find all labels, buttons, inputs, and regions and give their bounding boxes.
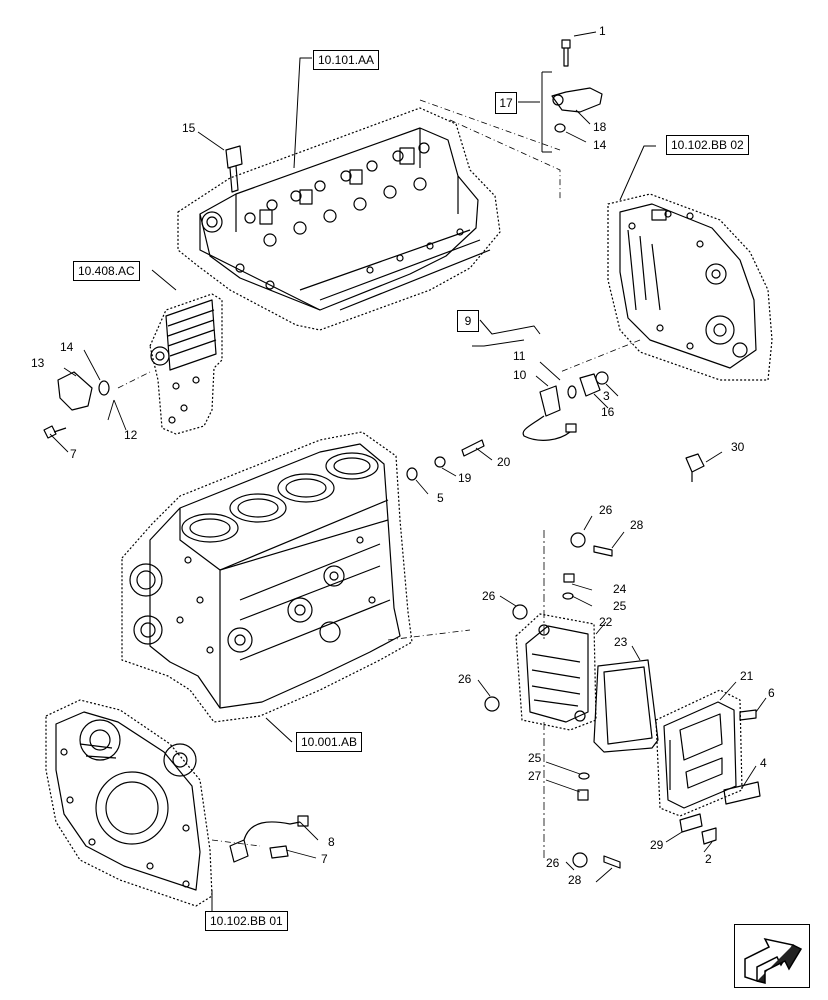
reference-leaders (151, 57, 656, 916)
callout-14: 14 (593, 138, 607, 152)
callout-7: 7 (321, 852, 328, 866)
callout-23: 23 (614, 635, 628, 649)
front-cover-drawing (45, 699, 261, 907)
callout-26: 26 (599, 503, 613, 517)
callout-28: 28 (568, 873, 582, 887)
callout-20: 20 (497, 455, 511, 469)
oil-cooler-drawing (117, 293, 223, 435)
callout-25: 25 (613, 599, 627, 613)
callout-26: 26 (482, 589, 496, 603)
gasket-drawing (593, 659, 659, 753)
callout-19: 19 (458, 471, 472, 485)
ecu-drawing (655, 689, 743, 817)
next-page-button[interactable] (734, 924, 810, 988)
callout-6: 6 (768, 686, 775, 700)
callout-13: 13 (31, 356, 45, 370)
flywheel-housing-drawing (559, 193, 773, 381)
small-parts (43, 39, 761, 869)
callout-29: 29 (650, 838, 664, 852)
next-page-arrow-icon (744, 937, 803, 984)
callout-7: 7 (70, 447, 77, 461)
ref-flywheel-housing[interactable]: 10.102.BB 02 (666, 135, 749, 155)
callout-1: 1 (599, 24, 606, 38)
callout-11: 11 (513, 349, 526, 363)
callout-10: 10 (513, 368, 527, 382)
callout-14: 14 (60, 340, 74, 354)
callout-15: 15 (182, 121, 196, 135)
ref-front-cover[interactable]: 10.102.BB 01 (205, 911, 288, 931)
callout-28: 28 (630, 518, 644, 532)
callout-27: 27 (528, 769, 542, 783)
callout-12: 12 (124, 428, 138, 442)
ecu-bracket-drawing (515, 613, 597, 731)
group-box-17: 17 (495, 92, 517, 114)
callout-3: 3 (603, 389, 610, 403)
ref-oil-cooler[interactable]: 10.408.AC (73, 261, 140, 281)
callout-18: 18 (593, 120, 607, 134)
callout-30: 30 (731, 440, 745, 454)
callout-8: 8 (328, 835, 335, 849)
group-box-9: 9 (457, 310, 479, 332)
callout-21: 21 (740, 669, 754, 683)
callout-2: 2 (705, 852, 712, 866)
callout-16: 16 (601, 405, 615, 419)
callout-22: 22 (599, 615, 613, 629)
leader-lines (49, 31, 767, 883)
callout-4: 4 (760, 756, 767, 770)
callout-26: 26 (458, 672, 472, 686)
callout-26: 26 (546, 856, 560, 870)
callout-25: 25 (528, 751, 542, 765)
callout-5: 5 (437, 491, 444, 505)
ref-cylinder-head[interactable]: 10.101.AA (313, 50, 380, 70)
ref-engine-block[interactable]: 10.001.AB (296, 732, 363, 752)
engine-block-drawing (121, 431, 471, 723)
cylinder-head-drawing (177, 99, 561, 331)
callout-24: 24 (613, 582, 627, 596)
